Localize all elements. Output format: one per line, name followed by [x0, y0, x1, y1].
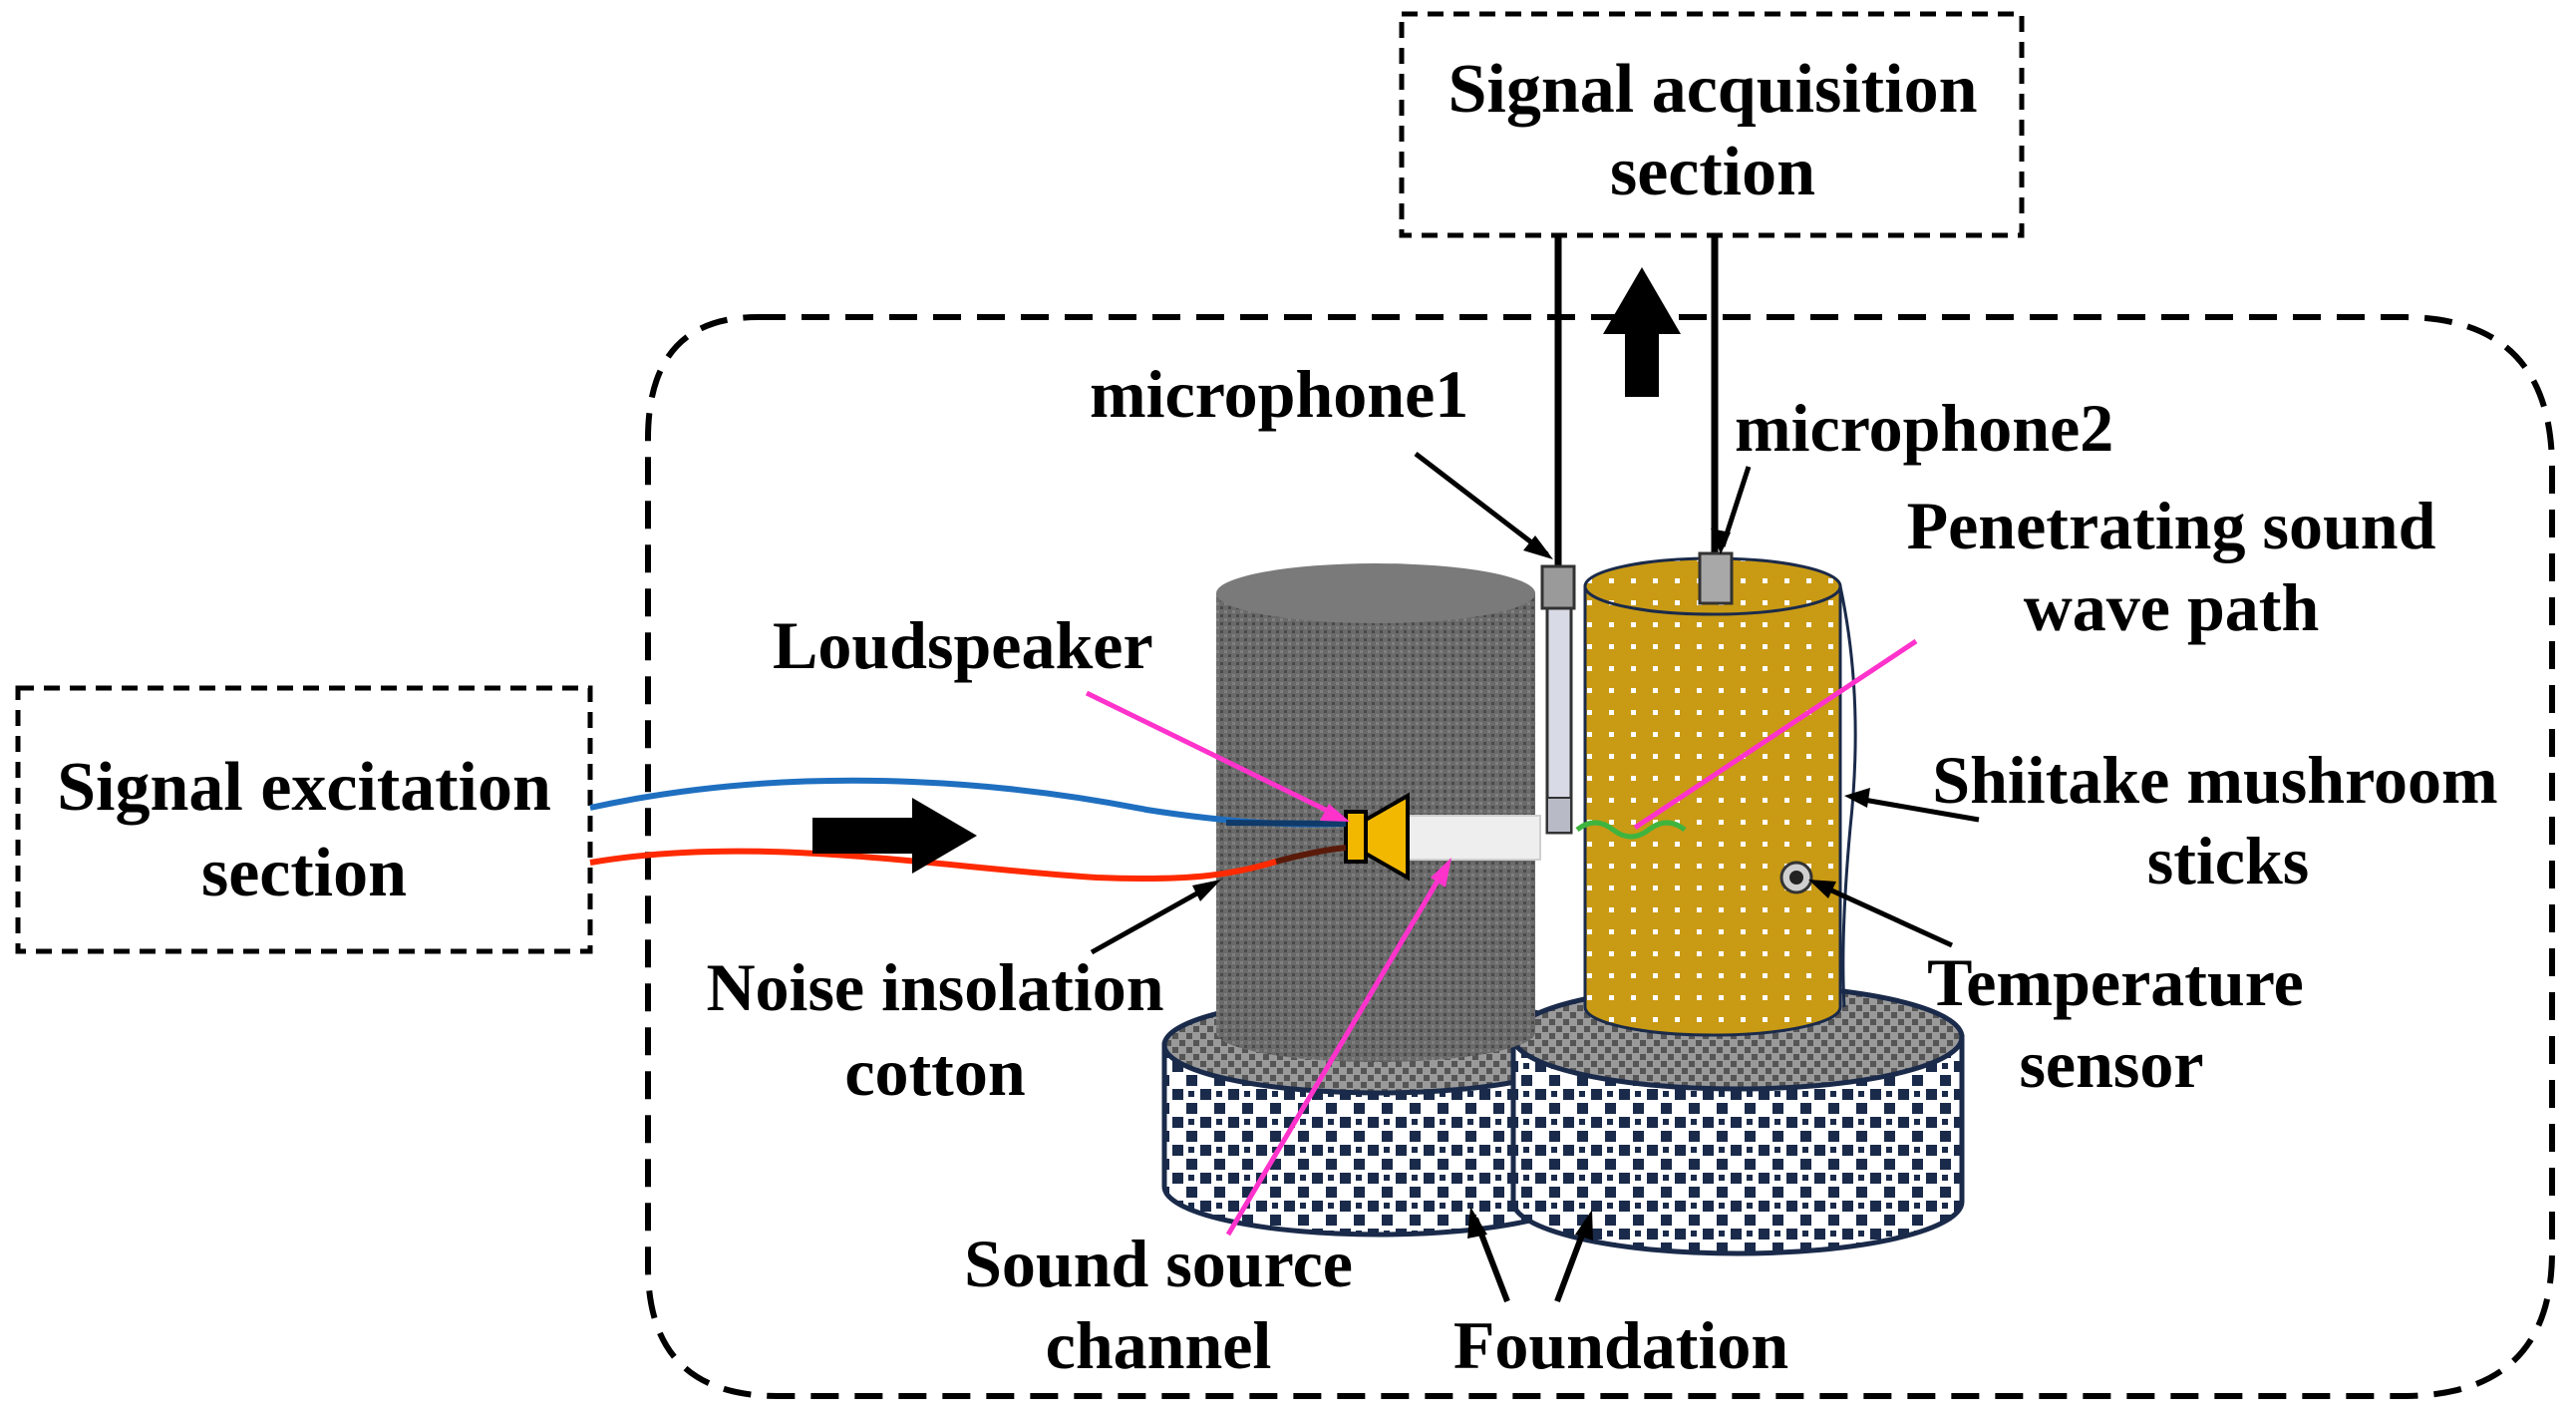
- temperature-sensor-icon: [1779, 861, 1813, 894]
- signal-excitation-box: [15, 685, 593, 954]
- wire-red: [589, 848, 1277, 883]
- microphone1-icon: [1540, 564, 1576, 835]
- signal-excitation-title: Signal excitation: [57, 749, 551, 826]
- pointer-shiitake-head: [1844, 788, 1870, 808]
- pointer-penetrating: [1633, 638, 1918, 831]
- label-temperature-line1: Temperature: [1927, 944, 2304, 1020]
- pointer-shiitake: [1851, 795, 1980, 823]
- pointer-microphone1: [1414, 452, 1549, 556]
- label-sound-source-line2: channel: [1046, 1307, 1272, 1383]
- signal-acquisition-title: Signal acquisition: [1448, 51, 1977, 128]
- shiitake-cylinder: [1583, 556, 1857, 1037]
- wire-blue-inside: [1225, 820, 1347, 827]
- arrow-right-icon: [812, 798, 977, 874]
- label-penetrating-line1: Penetrating sound: [1907, 488, 2436, 563]
- label-temperature-line2: sensor: [2019, 1026, 2203, 1102]
- label-shiitake-line1: Shiitake mushroom: [1932, 742, 2497, 818]
- setup-enclosure: [645, 314, 2555, 1399]
- label-noise-line2: cotton: [844, 1034, 1025, 1110]
- label-shiitake-line2: sticks: [2147, 823, 2309, 898]
- pointer-noise-cotton-head: [1192, 880, 1221, 901]
- pointer-foundation-left-head: [1467, 1207, 1487, 1239]
- pointer-foundation-right-head: [1575, 1210, 1593, 1241]
- label-microphone2: microphone2: [1735, 390, 2113, 466]
- pointer-sound-source: [1225, 866, 1449, 1237]
- pointer-loudspeaker-head: [1320, 804, 1350, 822]
- wave-path-line: [1575, 820, 1687, 840]
- sound-source-channel: [1395, 815, 1541, 861]
- pointer-noise-cotton: [1090, 883, 1213, 955]
- label-microphone1: microphone1: [1090, 356, 1468, 432]
- pointer-microphone2-head: [1711, 529, 1731, 554]
- label-foundation: Foundation: [1453, 1307, 1788, 1383]
- label-loudspeaker: Loudspeaker: [773, 607, 1153, 683]
- pointer-sound-source-head: [1431, 858, 1451, 887]
- arrow-up-icon: [1603, 267, 1681, 397]
- signal-excitation-subtitle: section: [201, 835, 407, 911]
- pointer-temperature: [1814, 881, 1954, 948]
- pointer-temperature-head: [1808, 880, 1836, 898]
- microphone2-icon: [1698, 551, 1734, 605]
- wire-red-inside: [1275, 845, 1347, 865]
- pointer-microphone1-head: [1523, 535, 1553, 559]
- loudspeaker-icon: [1344, 792, 1410, 882]
- signal-acquisition-subtitle: section: [1610, 134, 1815, 210]
- label-penetrating-line2: wave path: [2024, 569, 2320, 645]
- label-noise-line1: Noise insolation: [706, 949, 1163, 1025]
- label-sound-source-line1: Sound source: [964, 1226, 1353, 1301]
- pointer-loudspeaker: [1085, 690, 1344, 821]
